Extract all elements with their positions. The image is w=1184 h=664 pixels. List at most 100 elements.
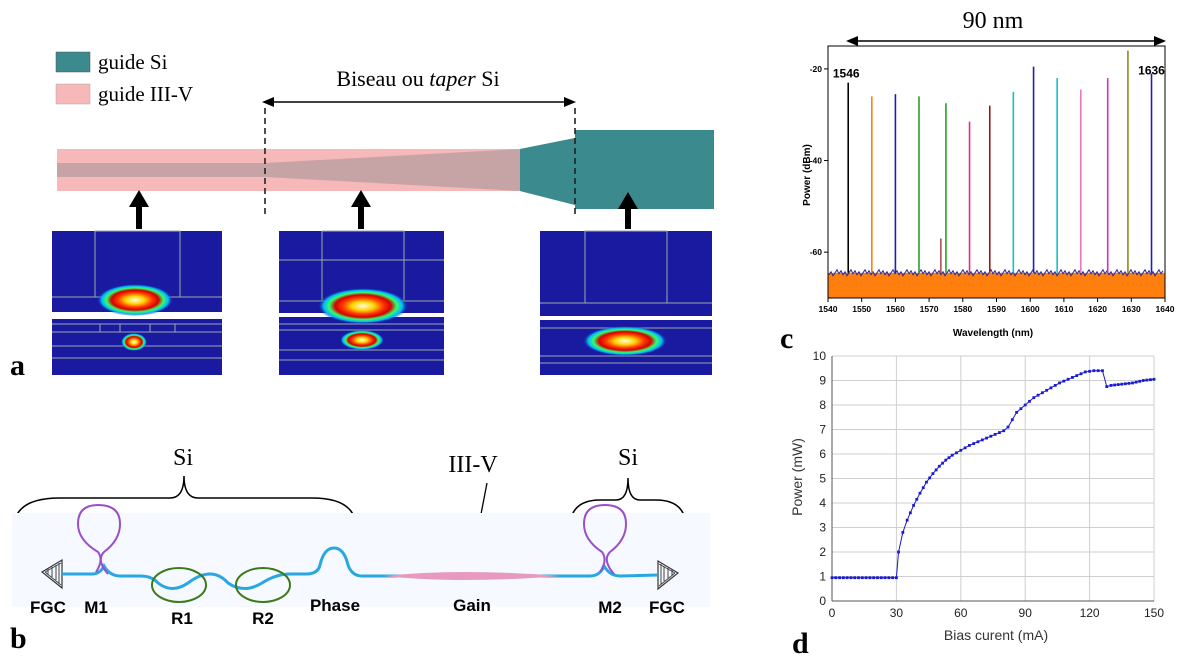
d-data-point <box>937 464 941 468</box>
d-y-tick-label: 0 <box>819 594 826 608</box>
d-data-point <box>1049 386 1053 390</box>
gain-section <box>384 572 560 580</box>
c-x-tick-label: 1560 <box>886 304 905 314</box>
label-m1: M1 <box>84 598 108 617</box>
label-fgc-left: FGC <box>30 598 66 617</box>
c-x-tick-label: 1570 <box>920 304 939 314</box>
panel-a-figure: guide Si guide III-V Biseau ou taper Si <box>52 50 714 375</box>
c-x-tick-label: 1580 <box>953 304 972 314</box>
d-data-point <box>901 531 905 534</box>
d-data-point <box>934 468 938 472</box>
panel-a-letter: a <box>10 349 25 382</box>
d-data-point <box>891 576 895 580</box>
c-xlabel: Wavelength (nm) <box>953 328 1033 339</box>
d-data-point <box>1071 376 1074 379</box>
c-x-tick-label: 1640 <box>1156 304 1175 314</box>
label-phase: Phase <box>310 596 360 615</box>
d-data-point <box>972 442 976 445</box>
label-r2: R2 <box>252 609 274 628</box>
d-y-tick-label: 3 <box>819 521 826 535</box>
d-data-point <box>1023 403 1027 407</box>
legend-si-swatch <box>55 51 91 73</box>
taper-label: Biseau ou taper Si <box>336 66 499 91</box>
d-data-point <box>905 518 909 522</box>
span-label: 90 nm <box>963 8 1024 34</box>
panel-c-letter: c <box>780 322 794 355</box>
d-data-point <box>1116 383 1120 386</box>
label-m2: M2 <box>598 598 622 617</box>
d-data-point <box>941 461 944 465</box>
mode-profile-1 <box>52 230 222 375</box>
d-data-point <box>1019 407 1023 411</box>
d-data-point <box>928 476 932 480</box>
d-data-point <box>1092 369 1096 373</box>
mode-profile-3 <box>540 230 712 375</box>
d-y-tick-label: 7 <box>819 423 826 437</box>
d-data-point <box>1062 379 1066 383</box>
d-data-point <box>918 491 922 495</box>
c-x-tick-label: 1610 <box>1054 304 1073 314</box>
c-x-tick-label: 1540 <box>819 304 838 314</box>
panel-b-figure: Si III-V Si FGC M1 <box>12 445 710 628</box>
waveguide-schematic <box>57 108 714 216</box>
si-right-label: Si <box>618 445 638 471</box>
d-data-point <box>1045 388 1049 392</box>
d-data-point <box>1138 379 1142 383</box>
d-y-tick-label: 4 <box>819 496 826 510</box>
d-data-point <box>897 550 900 554</box>
c-y-tick-label: -20 <box>810 64 823 74</box>
d-y-tick-label: 6 <box>819 447 826 461</box>
d-data-point <box>1036 393 1040 397</box>
d-data-point <box>989 434 993 438</box>
d-data-point <box>841 576 845 580</box>
d-data-point <box>1134 380 1138 384</box>
d-ylabel: Power (mW) <box>789 438 805 516</box>
d-data-point <box>944 458 948 462</box>
legend-iiiv-label: guide III-V <box>98 82 193 106</box>
loop-mirror-m2 <box>582 503 628 575</box>
d-data-point <box>1152 377 1156 381</box>
d-data-point <box>921 486 925 490</box>
d-data-point <box>1088 369 1091 373</box>
label-fgc-right: FGC <box>649 598 685 617</box>
d-data-point <box>912 504 915 507</box>
d-data-point <box>1053 384 1057 387</box>
d-y-tick-label: 5 <box>819 472 826 486</box>
d-data-point <box>963 446 967 450</box>
taper-span-arrow <box>262 97 576 107</box>
d-y-tick-label: 10 <box>813 349 827 363</box>
panel-d-letter: d <box>792 627 809 660</box>
d-x-tick-label: 120 <box>1080 606 1100 620</box>
ring-resonator-r2 <box>235 567 291 603</box>
c-annotation: 1636 <box>1138 64 1165 78</box>
si-left-bracket <box>13 475 357 529</box>
d-data-point <box>1002 429 1006 433</box>
ring-resonator-r1 <box>151 567 207 603</box>
d-data-point <box>1120 382 1124 386</box>
d-data-point <box>985 436 988 440</box>
d-data-point <box>1079 372 1083 376</box>
waveguide-path <box>62 546 659 590</box>
d-data-point <box>1127 381 1131 385</box>
d-data-point <box>1113 383 1117 387</box>
d-data-point <box>931 472 935 475</box>
c-y-tick-label: -40 <box>810 156 823 166</box>
d-data-point <box>879 576 883 580</box>
d-data-point <box>1131 381 1134 385</box>
d-data-point <box>857 576 860 580</box>
d-data-point <box>955 451 958 455</box>
d-data-point <box>1066 377 1070 381</box>
d-x-tick-label: 30 <box>890 606 904 620</box>
d-y-tick-label: 2 <box>819 545 826 559</box>
d-data-point <box>868 576 872 580</box>
panel-b: Si III-V Si FGC M1 <box>0 400 740 659</box>
d-data-point <box>1058 381 1061 385</box>
label-gain: Gain <box>453 596 491 615</box>
si-taper <box>57 138 575 205</box>
d-y-tick-label: 1 <box>819 570 826 584</box>
d-data-point <box>887 576 891 580</box>
d-data-point <box>980 438 984 442</box>
c-x-tick-label: 1600 <box>1021 304 1040 314</box>
d-data-point <box>1015 410 1019 414</box>
